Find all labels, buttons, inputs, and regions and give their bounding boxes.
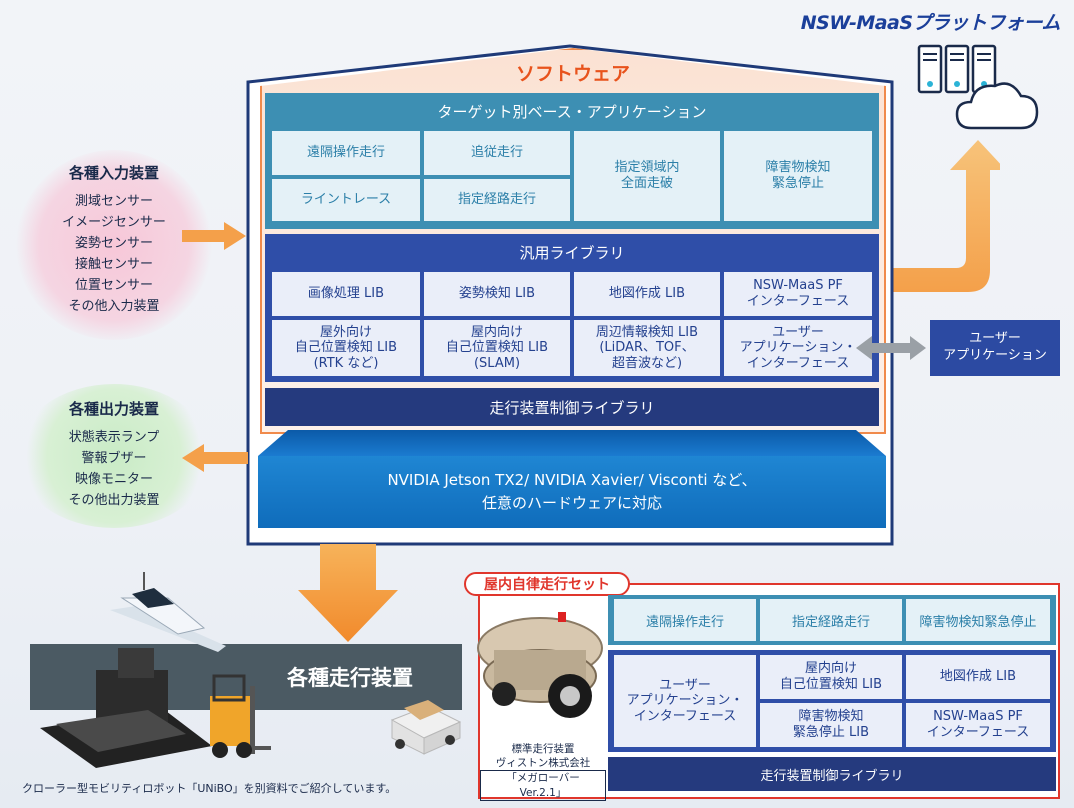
software-title: ソフトウェア	[515, 62, 630, 85]
indoor-set-lib-cell: 屋内向け 自己位置検知 LIB	[760, 655, 902, 699]
output-devices-list: 各種出力装置 状態表示ランプ 警報ブザー 映像モニター その他出力装置	[16, 398, 212, 511]
input-device-item: その他入力装置	[68, 299, 160, 314]
library-cell: 地図作成 LIB	[574, 272, 720, 316]
target-cell: 指定領域内 全面走破	[574, 131, 720, 221]
robot-caption: 標準走行装置 ヴィストン株式会社 「メガローバー Ver.2.1」	[480, 742, 606, 801]
brand-logo: NSW-MaaSプラットフォーム	[800, 12, 1061, 34]
input-device-item: イメージセンサー	[62, 215, 166, 230]
user-application-box: ユーザー アプリケーション	[930, 320, 1060, 376]
library-title: 汎用ライブラリ	[519, 243, 625, 262]
target-cell: 障害物検知 緊急停止	[724, 131, 872, 221]
input-device-item: 姿勢センサー	[74, 236, 153, 251]
library-cell: 屋内向け 自己位置検知 LIB (SLAM)	[424, 320, 570, 376]
output-arrow-icon	[182, 444, 248, 472]
input-device-item: 位置センサー	[74, 278, 153, 293]
indoor-set-app-cell: 指定経路走行	[760, 599, 902, 641]
drive-devices-label: 各種走行装置	[287, 666, 413, 690]
library-cell: 画像処理 LIB	[272, 272, 420, 316]
input-device-item: 接触センサー	[74, 257, 153, 272]
library-cell: 姿勢検知 LIB	[424, 272, 570, 316]
output-device-item: その他出力装置	[68, 493, 160, 508]
hardware-line-2: 任意のハードウェアに対応	[481, 494, 662, 512]
indoor-set-app-cell: 障害物検知緊急停止	[906, 599, 1050, 641]
output-device-item: 警報ブザー	[81, 451, 147, 466]
bidirectional-arrow-icon	[856, 336, 926, 360]
robot-caption-line: 標準走行装置	[511, 743, 575, 755]
indoor-set-lib-cell: 地図作成 LIB	[906, 655, 1050, 699]
target-app-title: ターゲット別ベース・アプリケーション	[437, 102, 707, 121]
indoor-set-lib-cell: NSW-MaaS PF インターフェース	[906, 703, 1050, 747]
robot-model-label: 「メガローバー Ver.2.1」	[480, 770, 606, 801]
hardware-block: NVIDIA Jetson TX2/ NVIDIA Xavier/ Viscon…	[258, 456, 886, 528]
boat-icon	[110, 572, 226, 652]
library-cell: ユーザー アプリケーション・ インターフェース	[724, 320, 872, 376]
output-device-item: 状態表示ランプ	[68, 430, 160, 445]
indoor-set-lib-cell: ユーザー アプリケーション・ インターフェース	[614, 655, 756, 747]
indoor-set-app-cell: 遠隔操作走行	[614, 599, 756, 641]
library-cell: 周辺情報検知 LIB (LiDAR、TOF、 超音波など)	[574, 320, 720, 376]
delivery-robot-icon	[390, 700, 462, 755]
robot-caption-line: ヴィストン株式会社	[495, 757, 591, 770]
input-devices-bubble	[16, 150, 212, 340]
megarover-robot-icon	[477, 612, 603, 718]
down-arrow-icon	[298, 544, 398, 642]
target-cell: ライントレース	[272, 179, 420, 221]
input-arrow-icon	[182, 222, 246, 250]
crawler-note: クローラー型モビリティロボット「UNiBO」を別資料でご紹介しています。	[22, 782, 397, 795]
output-devices-title: 各種出力装置	[68, 400, 159, 418]
cloud-server-icon	[917, 44, 1039, 130]
forklift-icon	[210, 674, 271, 758]
hardware-top-edge	[258, 430, 886, 456]
target-cell: 指定経路走行	[424, 179, 570, 221]
library-cell: 屋外向け 自己位置検知 LIB (RTK など)	[272, 320, 420, 376]
indoor-set-drive-library: 走行装置制御ライブラリ	[608, 757, 1056, 791]
arrow-to-cloud-icon	[870, 140, 1000, 292]
library-cell: NSW-MaaS PF インターフェース	[724, 272, 872, 316]
input-devices-title: 各種入力装置	[68, 164, 159, 182]
output-devices-bubble	[16, 384, 212, 528]
drive-control-library: 走行装置制御ライブラリ	[265, 388, 879, 426]
target-cell: 追従走行	[424, 131, 570, 175]
indoor-set-lib-cell: 障害物検知 緊急停止 LIB	[760, 703, 902, 747]
target-cell: 遠隔操作走行	[272, 131, 420, 175]
crawler-robot-icon	[40, 648, 212, 768]
indoor-set-tag: 屋内自律走行セット	[464, 572, 630, 596]
output-device-item: 映像モニター	[74, 472, 153, 487]
hardware-line-1: NVIDIA Jetson TX2/ NVIDIA Xavier/ Viscon…	[387, 470, 757, 489]
input-devices-list: 各種入力装置 測域センサー イメージセンサー 姿勢センサー 接触センサー 位置セ…	[16, 162, 212, 317]
input-device-item: 測域センサー	[74, 194, 153, 209]
